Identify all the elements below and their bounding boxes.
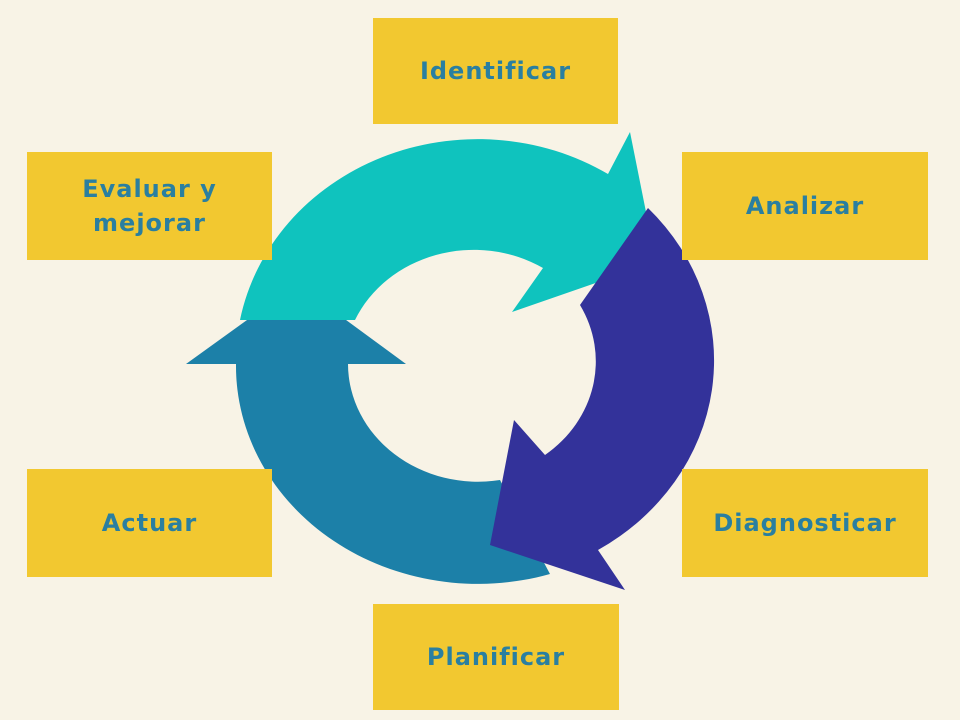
step-evaluar-y-mejorar: Evaluar y mejorar (27, 152, 272, 260)
cycle-arrow-analizar-to-planificar (490, 208, 715, 590)
step-actuar: Actuar (27, 469, 272, 577)
step-analizar: Analizar (682, 152, 928, 260)
step-identificar: Identificar (373, 18, 618, 124)
step-planificar: Planificar (373, 604, 619, 710)
cycle-arrow-evaluar-to-analizar (240, 132, 656, 320)
cycle-arrow-actuar-to-evaluar (186, 284, 550, 584)
step-diagnosticar: Diagnosticar (682, 469, 928, 577)
